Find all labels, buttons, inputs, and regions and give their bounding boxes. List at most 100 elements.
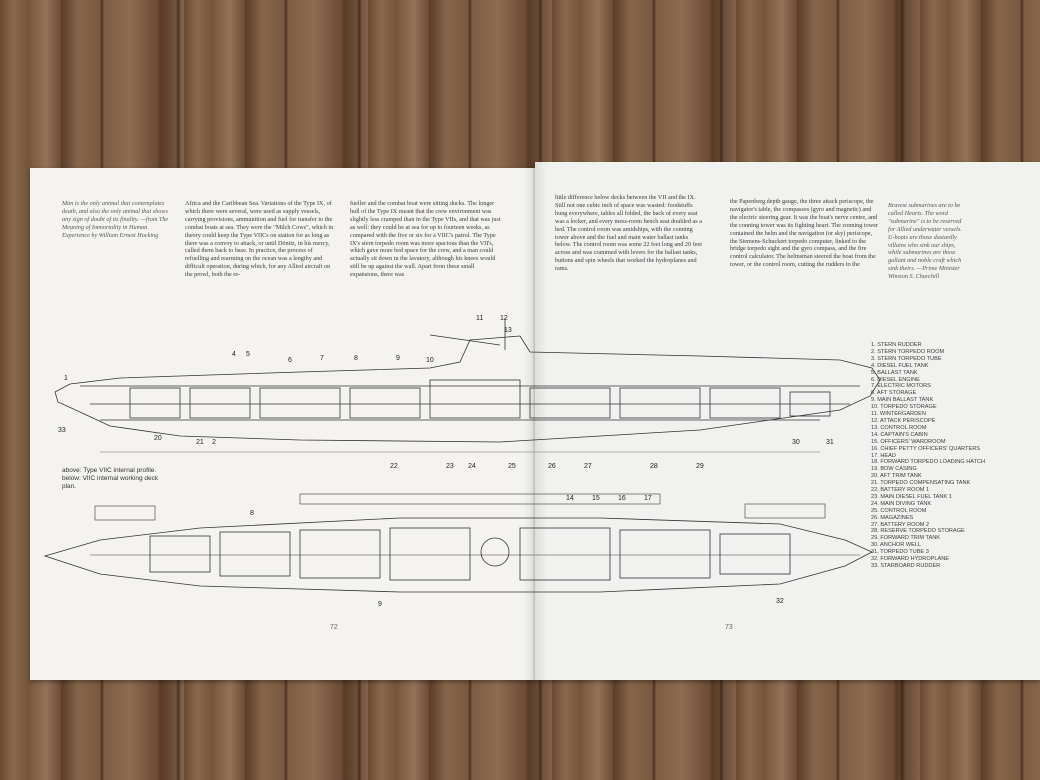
key-item: 23. MAIN DIESEL FUEL TANK 1	[871, 493, 952, 500]
quote-right: Bravest submarines are to be called Hear…	[888, 202, 963, 281]
plan-dimension-mid	[299, 493, 661, 505]
label-9-plan: 9	[378, 601, 382, 608]
label-5: 5	[246, 351, 250, 358]
key-item: 3. STERN TORPEDO TUBE	[871, 355, 942, 362]
book-gutter	[523, 162, 547, 680]
label-30: 30	[792, 439, 800, 446]
label-24: 24	[468, 463, 476, 470]
plan-dimension-bow	[744, 503, 826, 519]
plan-bow-room	[719, 533, 791, 575]
text-column-4-body: the Papenberg depth gauge, the three att…	[730, 198, 879, 269]
plan-labels: 14 15 16 17 8 9 32	[250, 495, 784, 608]
page-number-right: 73	[725, 624, 733, 631]
torpedo-room	[789, 391, 831, 417]
key-item: 11. WINTERGARDEN	[871, 411, 926, 418]
key-item: 19. BOW CASING	[871, 466, 917, 473]
motor-room	[259, 387, 341, 419]
label-8: 8	[354, 355, 358, 362]
key-item: 2. STERN TORPEDO ROOM	[871, 348, 945, 355]
stern-room	[129, 387, 181, 419]
label-29: 29	[696, 463, 704, 470]
page-number-left: 72	[330, 624, 338, 631]
label-12: 12	[500, 315, 508, 322]
plan-stern-room	[149, 535, 211, 573]
open-book: Man is the only animal that contemplates…	[30, 162, 1040, 682]
quote-right-text: Bravest submarines are to be called Hear…	[888, 202, 962, 281]
label-17: 17	[644, 495, 652, 502]
label-20: 20	[154, 435, 162, 442]
key-item: 4. DIESEL FUEL TANK	[871, 362, 929, 369]
label-15: 15	[592, 495, 600, 502]
key-item: 24. MAIN DIVING TANK	[871, 500, 932, 507]
key-item: 16. CHIEF PETTY OFFICERS' QUARTERS	[871, 445, 981, 452]
key-item: 27. BATTERY ROOM 2	[871, 521, 930, 528]
galley	[349, 387, 421, 419]
label-31: 31	[826, 439, 834, 446]
label-6: 6	[288, 357, 292, 364]
label-32: 32	[776, 598, 784, 605]
diagram-caption: above: Type VIIC internal profile. below…	[62, 467, 159, 490]
plan-battery	[619, 529, 711, 579]
key-item: 5. BALLAST TANK	[871, 369, 918, 376]
label-27: 27	[584, 463, 592, 470]
label-1: 1	[64, 375, 68, 382]
key-item: 10. TORPEDO STORAGE	[871, 404, 937, 411]
label-16: 16	[618, 495, 626, 502]
periscope-line	[429, 334, 501, 346]
label-11: 11	[476, 315, 483, 322]
plan-galley	[389, 527, 471, 581]
key-item: 15. OFFICERS' WARDROOM	[871, 438, 946, 445]
label-25: 25	[508, 463, 516, 470]
plan-engine-room	[219, 531, 291, 577]
quote-text: Man is the only animal that contemplates…	[62, 200, 169, 239]
battery-room-1	[529, 387, 611, 419]
bow-room	[709, 387, 781, 419]
key-item: 13. CONTROL ROOM	[871, 424, 927, 431]
engine-room	[189, 387, 251, 419]
right-page	[535, 162, 1040, 680]
label-7: 7	[320, 355, 324, 362]
plan-quarters	[519, 527, 611, 581]
key-item: 7. ELECTRIC MOTORS	[871, 383, 931, 390]
label-2: 2	[212, 439, 216, 446]
key-item: 32. FORWARD HYDROPLANE	[871, 556, 950, 563]
profile-view	[54, 318, 881, 453]
key-item: 12. ATTACK PERISCOPE	[871, 417, 936, 424]
text-column-2-body: fueller and the combat boat were sitting…	[350, 200, 501, 279]
text-column-3-body: little difference below decks between th…	[555, 194, 702, 273]
label-26: 26	[548, 463, 556, 470]
plan-dimension-stern	[94, 505, 156, 521]
key-item: 25. CONTROL ROOM	[871, 507, 927, 514]
left-page	[30, 168, 535, 680]
profile-labels: 1 4 5 6 7 8 9 10 11 12 13 33 20 21 2 22 …	[58, 315, 834, 470]
battery-room-2	[619, 387, 701, 419]
label-14: 14	[566, 495, 574, 502]
key-item: 8. AFT STORAGE	[871, 390, 917, 397]
key-item: 33. STARBOARD RUDDER	[871, 563, 941, 569]
key-item: 31. TORPEDO TUBE 3	[871, 549, 929, 556]
label-21: 21	[196, 439, 204, 446]
label-4: 4	[232, 351, 236, 358]
key-item: 29. FORWARD TRIM TANK	[871, 535, 940, 542]
plan-control-room	[480, 537, 510, 567]
text-column-1-body: Africa and the Caribbean Sea. Variations…	[185, 200, 334, 279]
label-33: 33	[58, 427, 66, 434]
text-column-1: Africa and the Caribbean Sea. Variations…	[185, 200, 335, 279]
label-13: 13	[504, 327, 512, 334]
label-23: 23	[446, 463, 454, 470]
label-9: 9	[396, 355, 400, 362]
key-item: 28. RESERVE TORPEDO STORAGE	[871, 528, 965, 535]
plan-hull-outline	[43, 517, 873, 593]
label-10: 10	[426, 357, 434, 364]
key-item: 18. FORWARD TORPEDO LOADING HATCH	[871, 459, 986, 466]
key-item: 1. STERN RUDDER	[871, 342, 922, 348]
key-item: 17. HEAD	[871, 452, 896, 459]
quote-left: Man is the only animal that contemplates…	[62, 200, 172, 240]
text-column-3: little difference below decks between th…	[555, 194, 705, 273]
key-item: 30. ANCHOR WELL	[871, 542, 922, 549]
key-item: 22. BATTERY ROOM 1	[871, 487, 930, 494]
plan-view	[43, 493, 873, 593]
control-room-profile	[429, 379, 521, 419]
